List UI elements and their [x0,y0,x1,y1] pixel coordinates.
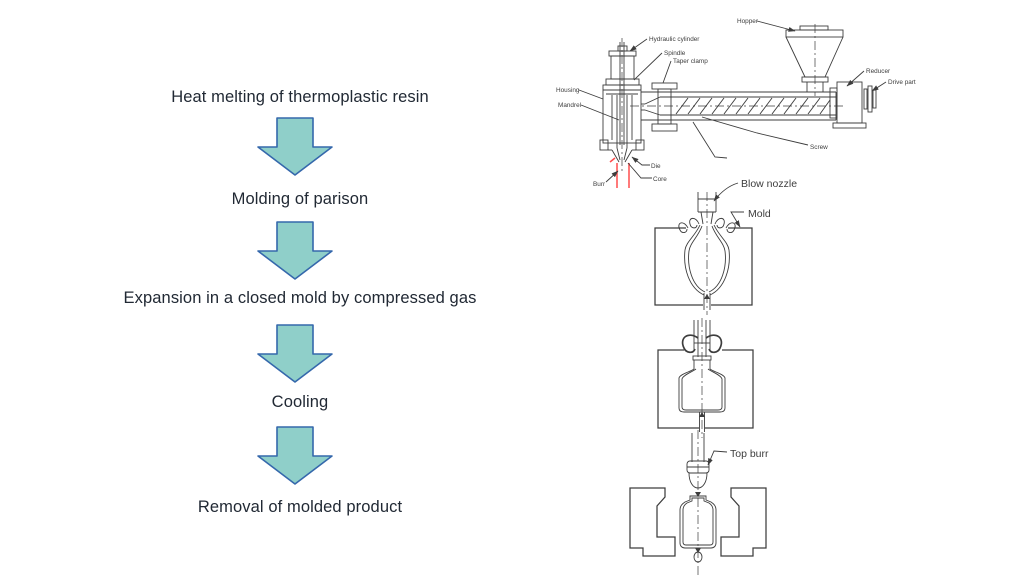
flow-arrow-down-icon [257,221,333,280]
blow-stage-3: Top burr [629,430,769,575]
label-hydraulic-cylinder: Hydraulic cylinder [649,36,700,43]
hopper-shape [785,25,844,92]
label-taper-clamp: Taper clamp [673,58,708,65]
blow-stage-2 [657,318,754,438]
screw-flights [675,97,831,115]
flow-step-expansion: Expansion in a closed mold by compressed… [123,289,477,307]
label-housing: Housing [556,87,580,94]
blow-stage-1: Blow nozzle Mold [654,178,797,315]
flow-arrow-down-icon [257,426,333,485]
label-hopper: Hopper [737,18,759,25]
label-core: Core [653,176,667,183]
flow-arrow-down-icon [257,117,333,176]
extruder-diagram: Hydraulic cylinder Spindle Taper clamp H… [556,18,916,188]
flow-step-molding-parison: Molding of parison [231,190,369,208]
flow-step-removal: Removal of molded product [197,498,403,516]
label-die: Die [651,163,661,170]
reducer-shape [829,81,867,129]
label-drive-part: Drive part [888,79,916,86]
label-screw: Screw [810,144,828,151]
label-burr: Burr [593,181,606,188]
label-reducer: Reducer [866,68,891,75]
flow-arrow-down-icon [257,324,333,383]
flow-step-heat-melting: Heat melting of thermoplastic resin [171,88,429,106]
label-blow-nozzle: Blow nozzle [741,178,797,190]
flow-step-cooling: Cooling [271,393,329,411]
label-mold: Mold [748,208,771,220]
label-spindle: Spindle [664,50,686,57]
label-mandrel: Mandrel [558,102,581,109]
label-top-burr: Top burr [730,448,769,460]
